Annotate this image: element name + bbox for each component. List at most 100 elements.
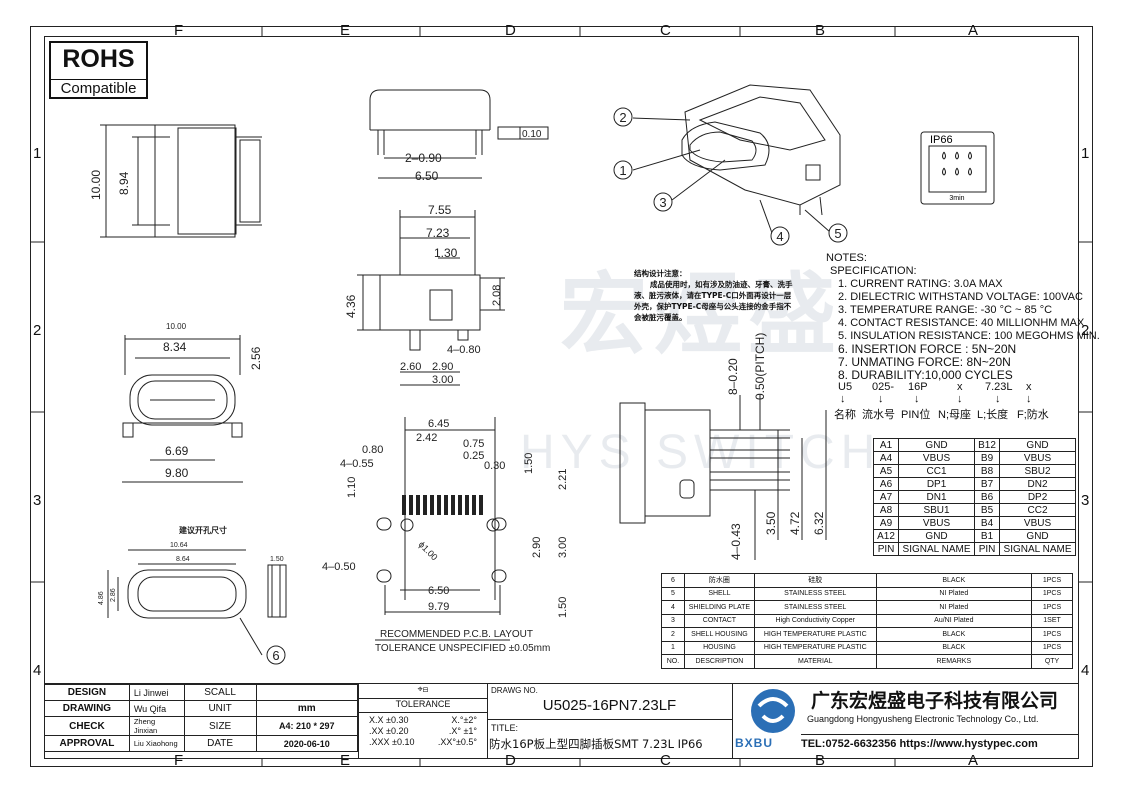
dim-front-h: 2.56: [249, 346, 263, 370]
pin-cell: A4: [872, 451, 900, 465]
label-unit: UNIT: [183, 700, 257, 717]
zone-col-top: F: [174, 22, 184, 39]
dim-top-flat: 0.10: [522, 129, 542, 140]
dim-pcb-w6: 0.80: [362, 444, 383, 456]
ip66-label: IP66: [930, 134, 953, 146]
code-cn: 名称: [834, 409, 856, 421]
dim-cut-w3: 1.50: [270, 556, 284, 563]
pin-header-cell: SIGNAL NAME: [999, 542, 1076, 556]
bom-cell: STAINLESS STEEL: [753, 586, 877, 601]
dim-pcb-h5: 3.00: [557, 537, 569, 558]
pin-cell: A7: [872, 490, 900, 504]
dim-mid-w1: 7.55: [428, 203, 452, 217]
company-box: BXBU 广东宏煜盛电子科技有限公司 Guangdong Hongyusheng…: [732, 684, 1080, 759]
dim-side-h2: 8.94: [117, 171, 131, 195]
dim-cut-h1: 4.86: [98, 591, 105, 605]
bom-cell: 1SET: [1031, 613, 1073, 628]
notes-item: 7. UNMATING FORCE: 8N~20N: [838, 355, 1011, 369]
label-size: SIZE: [183, 716, 257, 736]
notes-spec: SPECIFICATION:: [830, 265, 917, 277]
design-note: 结构设计注意： 成品使用时，如有涉及防油迹、牙膏、洗手液、脏污液体，请在TYPE…: [634, 268, 794, 323]
dim-pcb-h2: 2.21: [557, 469, 569, 490]
tolerance-value: X.°±2°: [451, 715, 477, 725]
dim-pcb-w1: 6.45: [428, 418, 449, 430]
value-design: Li Jinwei: [128, 684, 185, 701]
pcb-note-2: TOLERANCE UNSPECIFIED ±0.05mm: [375, 643, 550, 654]
company-logo-icon: [751, 689, 795, 733]
bom-cell: 1PCS: [1031, 573, 1073, 588]
bom-cell: NI Plated: [875, 586, 1033, 601]
bom-cell: 1: [661, 640, 685, 655]
dim-cut-w2: 8.64: [176, 556, 190, 563]
notes-title: NOTES:: [826, 252, 867, 264]
zone-col-bottom: C: [660, 752, 671, 769]
pin-cell: B1: [973, 529, 1001, 543]
pin-cell: GND: [999, 529, 1076, 543]
zone-col-bottom: E: [340, 752, 351, 769]
zone-row-right: 2: [1081, 322, 1090, 339]
dim-rv-w1: 8–0.20: [726, 358, 740, 395]
value-approval: Liu Xiaohong: [128, 735, 185, 752]
bom-cell: 1PCS: [1031, 600, 1073, 615]
pin-cell: GND: [898, 529, 975, 543]
bom-cell: 硅胶: [753, 573, 877, 588]
bom-cell: BLACK: [875, 627, 1033, 642]
dim-mid-w2: 7.23: [426, 226, 450, 240]
pin-cell: A8: [872, 503, 900, 517]
company-contact: TEL:0752-6632356 https://www.hystypec.co…: [801, 734, 1079, 750]
dim-pcb-w4: 0.25: [463, 450, 484, 462]
balloon-4: 4: [776, 229, 783, 244]
pin-header-cell: SIGNAL NAME: [898, 542, 975, 556]
bom-cell: 1PCS: [1031, 640, 1073, 655]
watermark-en: HYS SWITCH: [520, 426, 882, 479]
zone-row-left: 3: [33, 492, 42, 509]
label-check: CHECK: [44, 716, 130, 736]
bom-cell: SHELL: [683, 586, 755, 601]
design-note-body: 成品使用时，如有涉及防油迹、牙膏、洗手液、脏污液体，请在TYPE-C口外面再设计…: [634, 280, 793, 322]
pin-cell: GND: [898, 438, 975, 452]
rohs-title: ROHS: [62, 45, 135, 73]
dim-front-w2: 8.34: [163, 340, 187, 354]
drawing-number-box: DRAWG NO. U5025-16PN7.23LF TITLE: 防水16P板…: [487, 684, 732, 759]
dim-pcb-w3: 0.75: [463, 438, 484, 450]
value-scall: [255, 684, 358, 701]
dim-rv-h3: 6.32: [812, 511, 826, 535]
notes-item: 8. DURABILITY:10,000 CYCLES: [838, 368, 1013, 382]
dim-mid-w7: 3.00: [432, 374, 453, 386]
notes-item: 5. INSULATION RESISTANCE: 100 MEGOHMS MI…: [838, 330, 1100, 342]
bom-cell: NI Plated: [875, 600, 1033, 615]
projection-icon: ⌖⊟: [359, 684, 487, 699]
bom-cell: Au/NI Plated: [875, 613, 1033, 628]
notes-item: 2. DIELECTRIC WITHSTAND VOLTAGE: 100VAC: [838, 291, 1083, 303]
zone-row-right: 4: [1081, 662, 1090, 679]
zone-col-bottom: B: [815, 752, 826, 769]
dim-rv-w3: 4–0.43: [729, 523, 743, 560]
dim-rv-h1: 3.50: [764, 511, 778, 535]
pin-cell: A6: [872, 477, 900, 491]
balloon-1: 1: [619, 163, 626, 178]
code-cn: F;防水: [1017, 409, 1049, 421]
bom-cell: 防水圈: [683, 573, 755, 588]
pin-cell: SBU1: [898, 503, 975, 517]
company-cn: 广东宏煜盛电子科技有限公司: [811, 690, 1059, 712]
pin-cell: A12: [872, 529, 900, 543]
pin-cell: DP2: [999, 490, 1076, 504]
rohs-badge: ROHS Compatible: [49, 41, 148, 99]
pin-cell: CC1: [898, 464, 975, 478]
dim-front-w3: 6.69: [165, 444, 189, 458]
company-en: Guangdong Hongyusheng Electronic Technol…: [807, 714, 1039, 724]
code-cn: L;长度: [977, 409, 1009, 421]
bom-cell: BLACK: [875, 640, 1033, 655]
pin-cell: A1: [872, 438, 900, 452]
tolerance-value: .XXX ±0.10: [369, 737, 415, 747]
bom-cell: 3: [661, 613, 685, 628]
dim-pcb-w5: 0.30: [484, 460, 505, 472]
pin-cell: DN2: [999, 477, 1076, 491]
